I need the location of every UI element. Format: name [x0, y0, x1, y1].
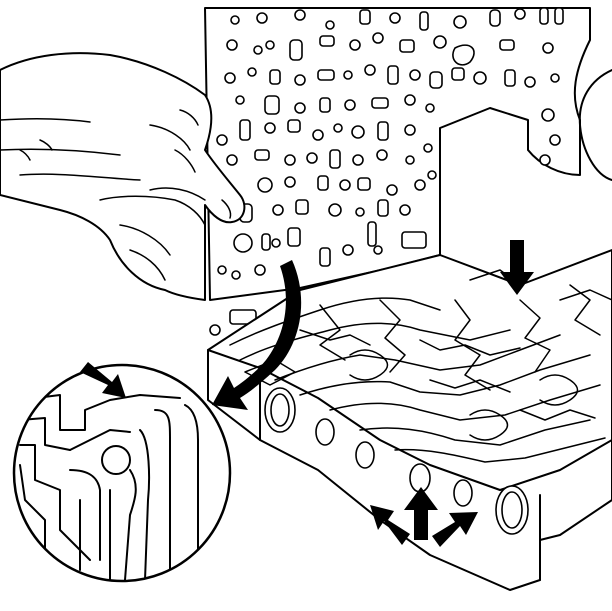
valve-body: [207, 249, 612, 591]
valve-bores: [264, 387, 529, 535]
curved-arrow-icon: [212, 260, 302, 410]
up-left-arrow-icon: [370, 505, 410, 545]
spacer-plate-holes: [209, 7, 564, 336]
hand-icon: [0, 52, 246, 301]
up-right-arrow-icon: [432, 512, 478, 547]
up-arrow-icon: [404, 487, 438, 540]
spacer-plate: [204, 7, 612, 336]
bore-arrows: [370, 487, 478, 547]
down-arrow-icon: [500, 240, 534, 295]
detail-pointer-arrow-icon: [80, 362, 126, 398]
magnifier-detail: [12, 362, 232, 583]
